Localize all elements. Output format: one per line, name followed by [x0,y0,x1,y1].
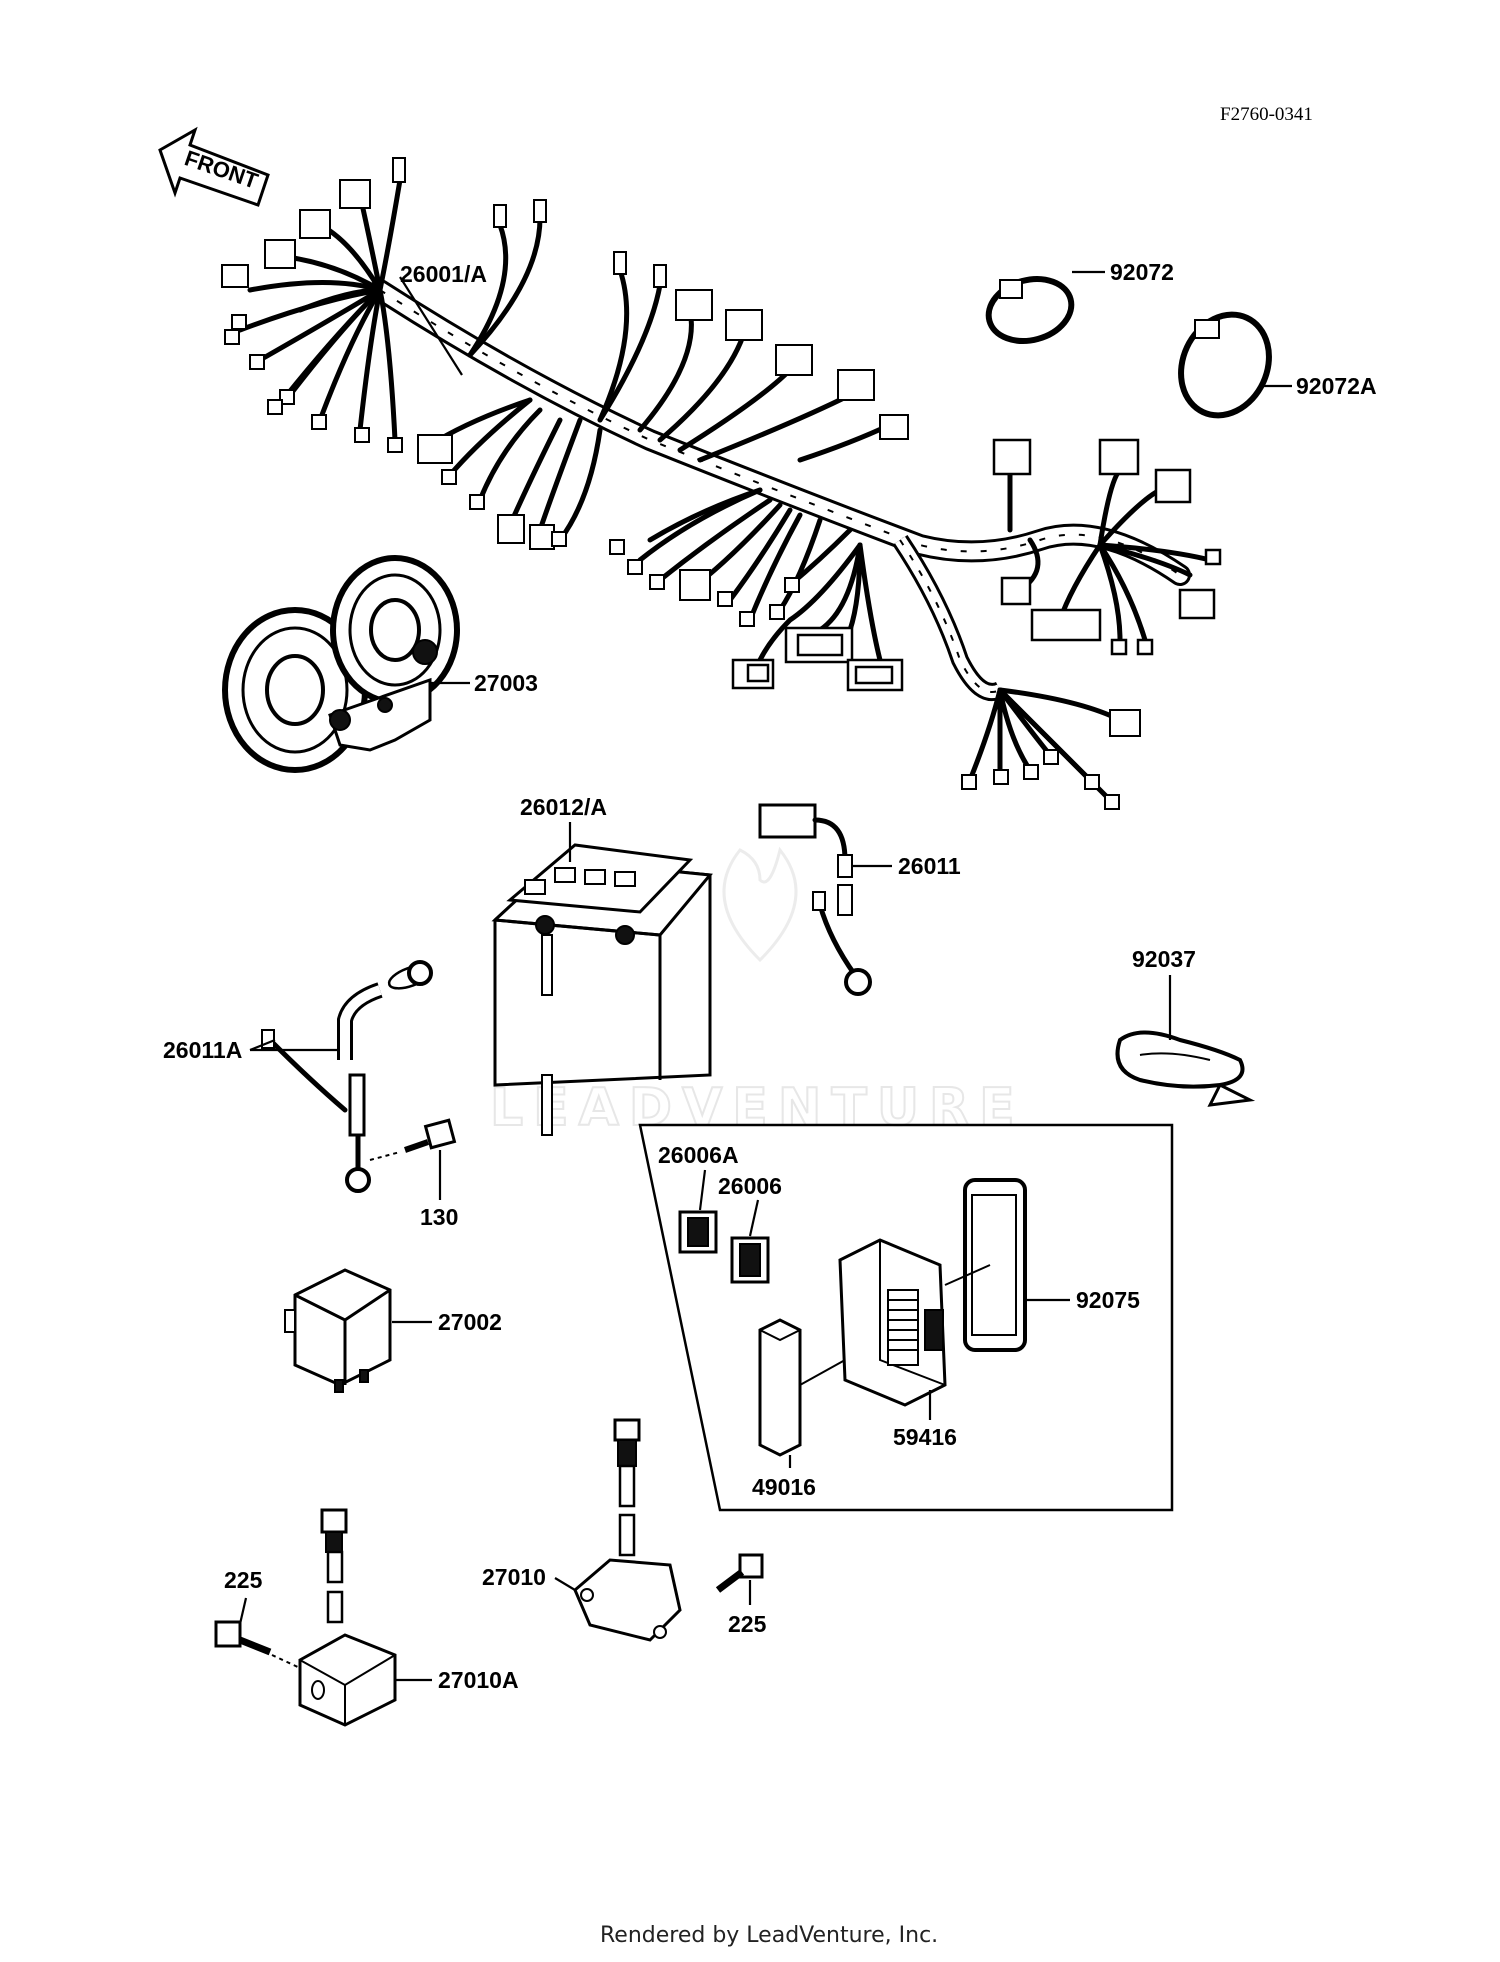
regulator-group-box [638,1123,1174,1512]
switch-27010a [298,1508,397,1727]
watermark-text: LEADVENTURE [490,1078,1025,1138]
front-arrow-icon: FRONT [158,126,270,207]
label-bracket: 49016 [752,1474,816,1500]
relay-27002 [284,1268,392,1393]
label-band-b: 92072A [1296,373,1377,399]
band-92072 [985,276,1075,344]
horn-assembly [222,555,460,773]
label-switch: 27010 [482,1564,546,1590]
main-wiring-harness [221,157,1222,810]
label-cover: 92075 [1076,1287,1140,1313]
footer-credit: Rendered by LeadVenture, Inc. [600,1923,938,1948]
leader-fuse [748,1199,760,1237]
bracket-49016 [758,1318,846,1457]
lead-26011 [758,803,872,996]
watermark: LEADVENTURE [489,846,1025,1139]
label-lead: 26011 [898,853,961,879]
clamp-92037 [1115,1030,1256,1107]
leader-lead-a-tail [249,1038,276,1052]
regulator-59416 [838,1238,947,1407]
battery [491,843,713,1136]
cover-92075 [944,1178,1027,1352]
label-horn: 27003 [474,670,538,696]
label-clamp: 92037 [1132,946,1196,972]
label-fuse-a: 26006A [658,1142,739,1168]
label-band-a: 92072 [1110,259,1174,285]
label-bolt-225-left: 225 [224,1567,263,1593]
fuse-26006a [678,1210,718,1254]
leader-harness [399,276,463,376]
label-battery: 26012/A [520,794,607,820]
figure-code: F2760-0341 [1220,104,1313,125]
leader-bolt-225-left [238,1597,248,1625]
label-harness: 26001/A [400,261,487,287]
lead-26011a [261,960,433,1193]
label-regulator: 59416 [893,1424,957,1450]
leader-fuse-a [698,1169,707,1211]
bolt-225-left [214,1620,301,1669]
bolt-130 [369,1118,457,1161]
label-bolt-130: 130 [420,1204,458,1230]
label-bolt-225-right: 225 [728,1611,767,1637]
bolt-225-right [715,1553,764,1593]
label-relay: 27002 [438,1309,502,1335]
leader-switch [554,1577,576,1591]
switch-27010 [573,1418,682,1642]
label-switch-a: 27010A [438,1667,519,1693]
band-92072a [1178,311,1272,419]
fuse-26006 [730,1236,770,1284]
label-lead-a: 26011A [163,1037,242,1063]
label-fuse: 26006 [718,1173,782,1199]
